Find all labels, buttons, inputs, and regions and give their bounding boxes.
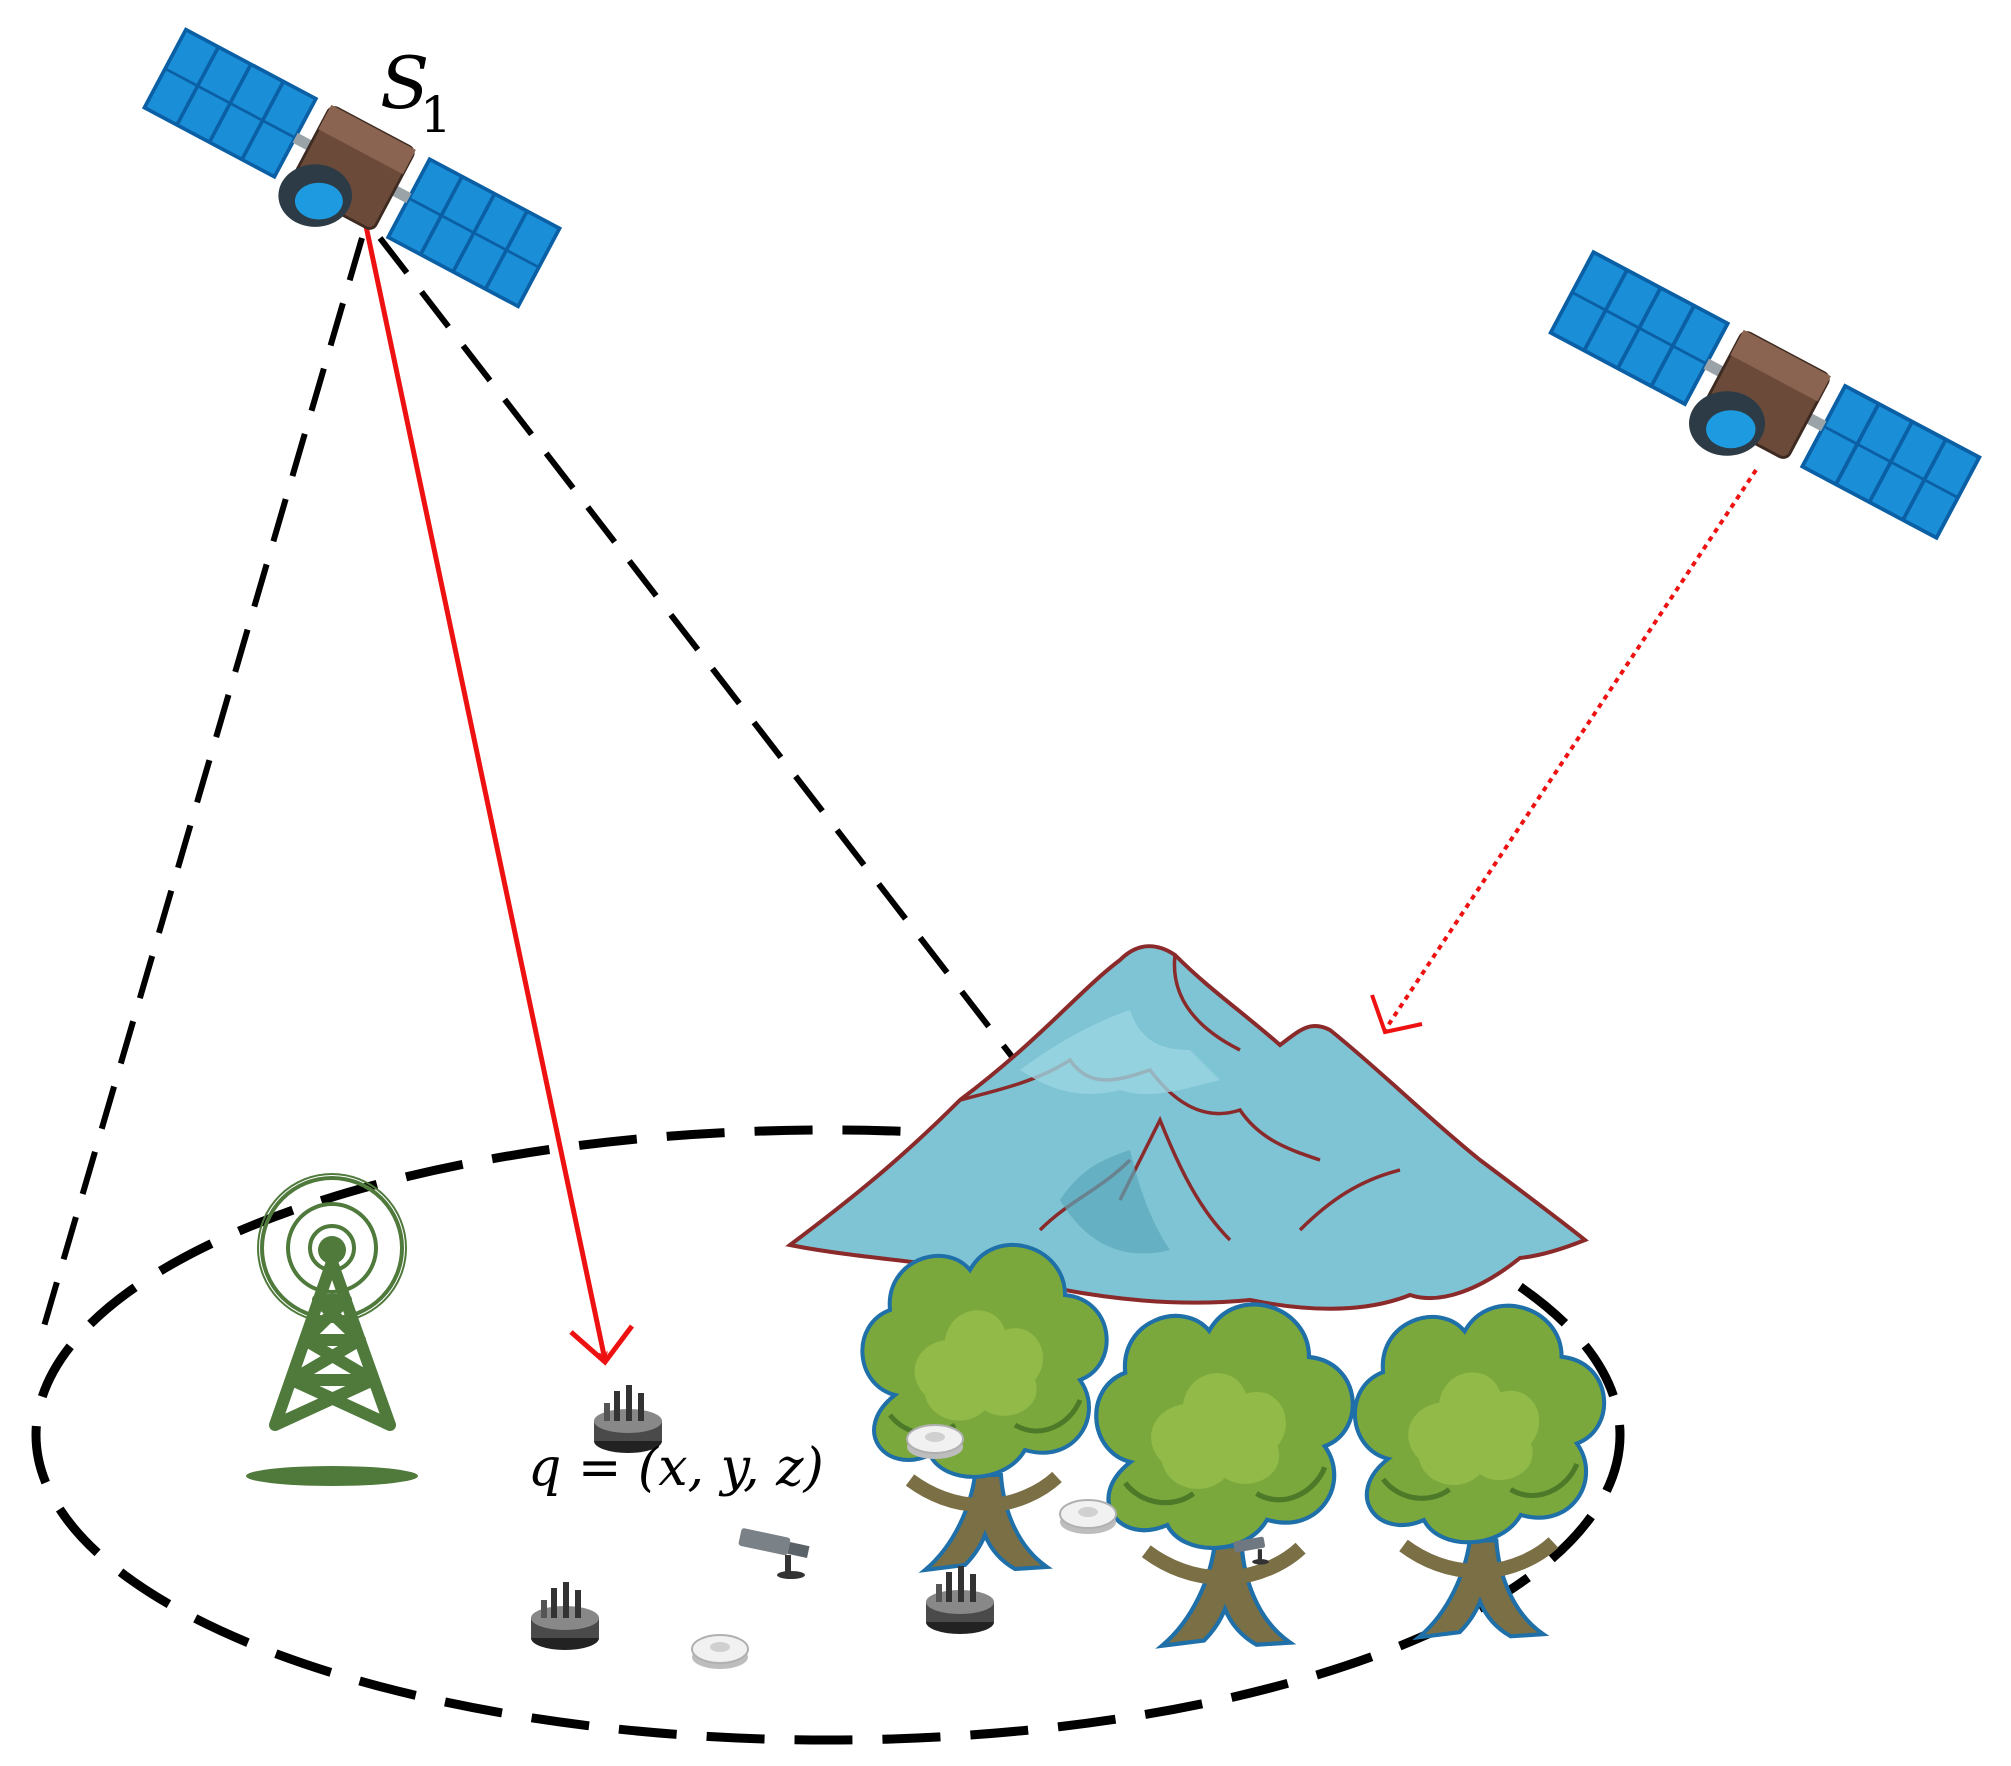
direct-signal-arrowhead [569, 1324, 634, 1366]
smoke-detector-icon [691, 1634, 749, 1670]
direct-signal-arrow [363, 225, 605, 1360]
satellite-icon [1547, 248, 1983, 542]
sensor-node-icon [926, 1566, 994, 1634]
coverage-cone-left-edge [37, 237, 365, 1341]
mountain-icon [785, 944, 1589, 1311]
blocked-signal-arrowhead [1370, 994, 1423, 1035]
tree-icon [1355, 1306, 1604, 1638]
camera-icon [738, 1528, 810, 1579]
camera-icon [1233, 1536, 1269, 1565]
radio-tower-icon [246, 1173, 418, 1486]
satellite-label: S [380, 41, 429, 125]
smoke-detector-icon [906, 1424, 964, 1460]
satellite-label-subscript: 1 [420, 86, 452, 144]
tree-icon [1096, 1304, 1352, 1645]
coverage-ellipse [31, 1125, 1625, 1745]
sensor-node-icon [531, 1582, 599, 1650]
blocked-signal-arrow [1383, 468, 1758, 1032]
point-label: q = (x, y, z) [528, 1438, 824, 1498]
coverage-cone-right-edge [377, 236, 1033, 1082]
smoke-detector-icon [1059, 1499, 1117, 1535]
